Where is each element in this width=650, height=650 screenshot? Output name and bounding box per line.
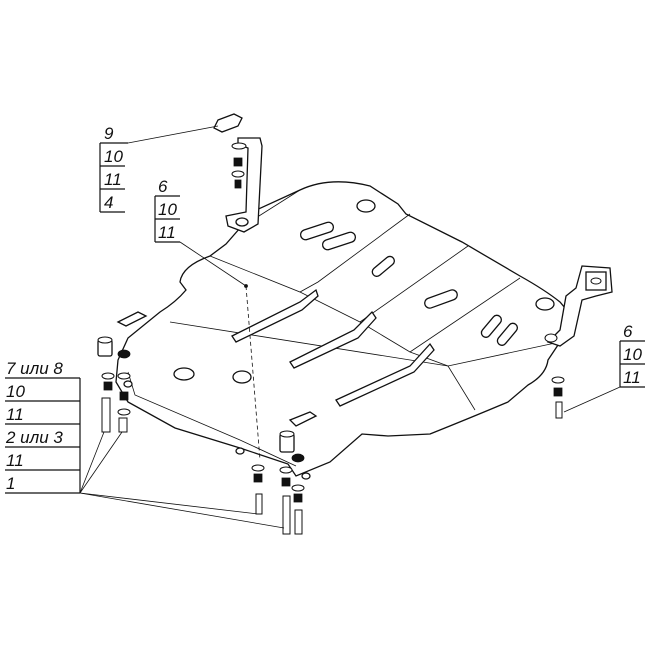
rib — [231, 288, 319, 343]
mounting-hole — [301, 472, 311, 480]
mounting-hole — [173, 367, 195, 381]
mounting-hole — [232, 370, 252, 384]
callout-label: 10 — [104, 147, 123, 166]
plate-outline — [115, 181, 576, 477]
callout-label: 11 — [6, 405, 24, 424]
callout-label: 10 — [6, 382, 25, 401]
callout-label: 6 — [158, 177, 168, 196]
mounting-hole — [235, 447, 245, 455]
slot — [424, 289, 458, 309]
top-bracket — [213, 113, 263, 233]
washer-10 — [231, 142, 247, 150]
callout-label: 6 — [623, 322, 633, 341]
skid-plate — [115, 181, 576, 480]
callout-label: 11 — [104, 170, 122, 189]
right-bracket — [544, 265, 613, 419]
callout-label: 9 — [104, 124, 114, 143]
washer-10 — [551, 376, 565, 384]
callout-label: 2 или 3 — [5, 428, 63, 447]
nut-11 — [553, 387, 563, 397]
bolt-9 — [213, 113, 243, 133]
callout-top-bracket: 9 10 11 4 — [104, 124, 123, 212]
bolt — [555, 401, 563, 419]
mounting-hole — [356, 199, 376, 213]
callout-label: 11 — [623, 368, 641, 387]
mounting-hole — [535, 297, 555, 311]
callout-label: 7 или 8 — [6, 359, 63, 378]
washer-10 — [231, 170, 245, 178]
bend-line — [209, 213, 411, 293]
nut-11 — [233, 157, 243, 167]
slot — [299, 221, 335, 241]
callout-label: 4 — [104, 193, 113, 212]
rib — [335, 342, 435, 407]
rib — [289, 310, 377, 369]
left-hardware — [97, 311, 148, 433]
callout-plate: 6 10 11 — [158, 177, 177, 242]
leader-lines — [5, 125, 645, 529]
callout-right-side: 6 10 11 — [623, 322, 642, 387]
mounting-hole — [123, 380, 133, 388]
callout-label: 1 — [6, 474, 15, 493]
callout-label: 10 — [623, 345, 642, 364]
callout-left-side: 7 или 8 10 11 2 или 3 11 1 — [5, 359, 63, 493]
slot — [496, 322, 518, 346]
callout-label: 10 — [158, 200, 177, 219]
slot — [371, 255, 395, 277]
callout-label: 11 — [158, 223, 176, 242]
slot — [321, 231, 357, 251]
slot — [480, 314, 502, 338]
callout-label: 11 — [6, 451, 24, 470]
bottom-hardware — [251, 411, 318, 535]
